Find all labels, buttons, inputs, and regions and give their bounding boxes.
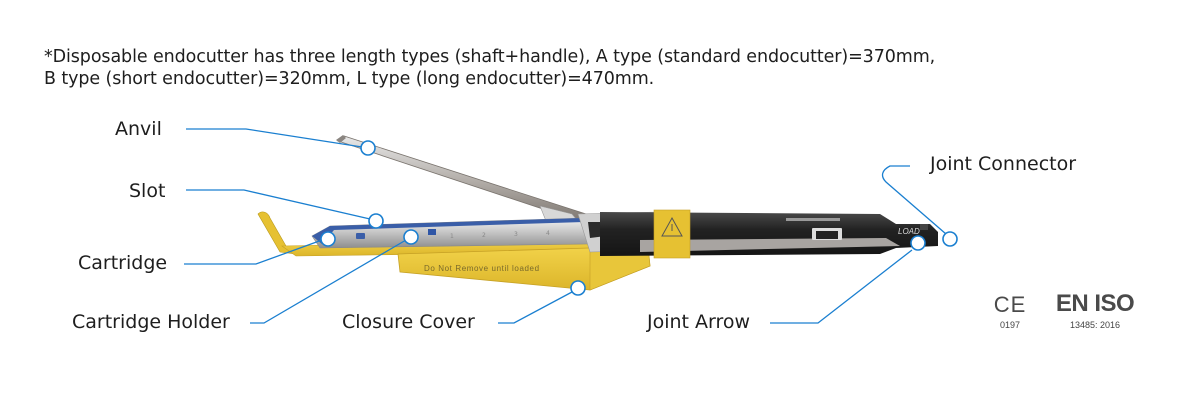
label-closure-cover: Closure Cover: [342, 311, 475, 333]
iso-mark: EN ISO: [1055, 290, 1135, 317]
svg-text:1: 1: [450, 233, 454, 240]
cartridge-part: 1 2 3 4: [311, 217, 591, 249]
label-cartridge: Cartridge: [78, 252, 168, 274]
joint-connector-callout-line: [881, 165, 947, 235]
note-line-1: *Disposable endocutter has three length …: [44, 47, 936, 67]
callout-markers: [320, 140, 958, 296]
svg-text:3: 3: [514, 231, 518, 238]
label-joint-connector: Joint Connector: [930, 153, 1077, 175]
joint-connector-marker: [942, 231, 958, 247]
iso-certification: EN ISO 13485: 2016: [1050, 290, 1140, 330]
slot-callout-line: [186, 189, 371, 220]
svg-text:2: 2: [482, 232, 486, 239]
ce-mark: CE: [993, 292, 1027, 317]
length-types-note: *Disposable endocutter has three length …: [44, 46, 935, 90]
closure-cover-marker: [570, 280, 586, 296]
ce-number: 0197: [999, 320, 1021, 330]
cartridge-marker: [320, 231, 336, 247]
closure-cover-callout-line: [498, 291, 573, 324]
load-text: LOAD: [898, 227, 920, 236]
anvil-callout-line: [186, 128, 363, 148]
anvil-marker: [360, 140, 376, 156]
label-joint-arrow: Joint Arrow: [647, 311, 751, 333]
joint-arrow-callout-line: [770, 249, 913, 324]
cartridge-holder-marker: [403, 229, 419, 245]
callout-lines: [184, 128, 947, 324]
closure-cover-text: Do Not Remove until loaded: [424, 264, 540, 273]
cartridge-callout-line: [184, 239, 323, 265]
label-anvil: Anvil: [115, 118, 162, 140]
warning-band: [653, 209, 691, 259]
label-cartridge-holder: Cartridge Holder: [72, 311, 230, 333]
svg-text:4: 4: [546, 230, 550, 237]
note-line-2: B type (short endocutter)=320mm, L type …: [44, 69, 655, 89]
label-slot: Slot: [129, 180, 166, 202]
warning-triangle-icon: [661, 216, 683, 237]
ce-certification: CE 0197: [986, 292, 1034, 330]
joint-arrow-marker: [910, 235, 926, 251]
cartridge-holder-callout-line: [250, 239, 407, 324]
iso-standard: 13485: 2016: [1069, 320, 1121, 330]
shaft-part: LOAD: [600, 212, 938, 256]
slot-marker: [368, 213, 384, 229]
